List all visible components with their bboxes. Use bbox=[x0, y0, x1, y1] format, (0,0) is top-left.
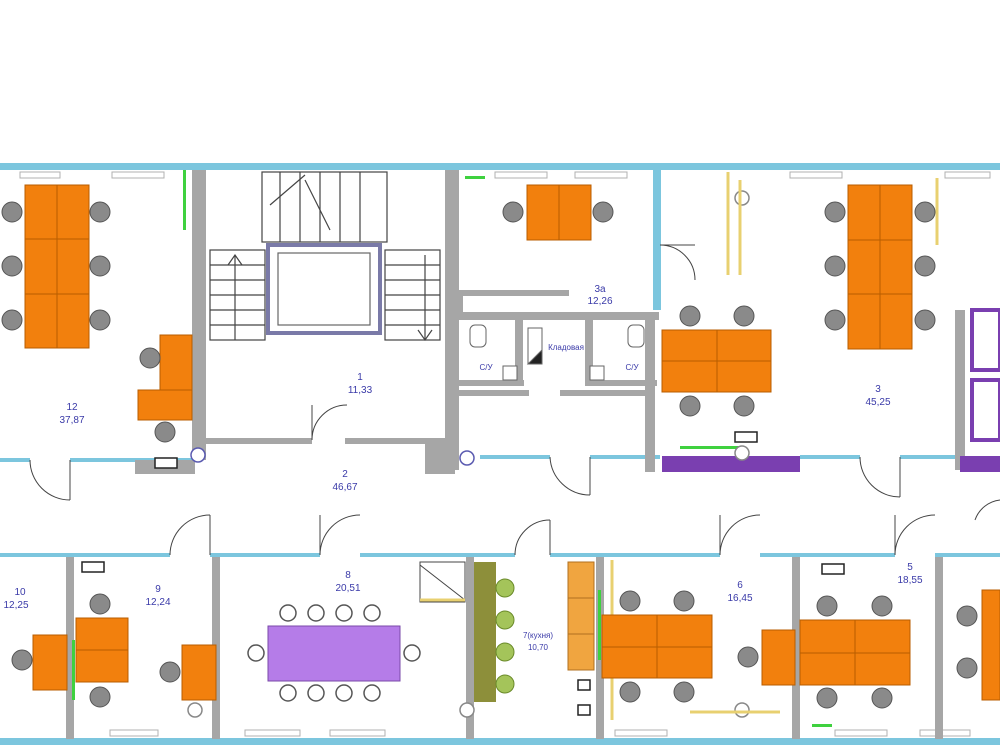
room-2-area: 46,67 bbox=[332, 482, 357, 493]
kitchen-stools bbox=[495, 578, 515, 694]
room-3a-number: 3а bbox=[594, 284, 606, 295]
kitchen-shelves bbox=[567, 561, 595, 671]
upper-windows bbox=[19, 171, 991, 179]
room-7-number: 7(кухня) bbox=[523, 631, 553, 640]
room-2-number: 2 bbox=[342, 469, 348, 480]
room-1-area: 11,33 bbox=[348, 385, 373, 396]
meeting-chairs bbox=[247, 604, 421, 702]
room-12-number: 12 bbox=[66, 402, 78, 413]
kitchen-counter bbox=[474, 562, 496, 702]
room-10-number: 10 bbox=[14, 587, 26, 598]
room-8-number: 8 bbox=[345, 570, 351, 581]
chairs bbox=[1, 201, 978, 709]
cleaning-room-label: Кладовая bbox=[548, 343, 584, 352]
wc-fixtures bbox=[469, 324, 645, 381]
room-5-area: 18,55 bbox=[897, 575, 922, 586]
room-7-area: 10,70 bbox=[528, 643, 549, 652]
room-6-area: 16,45 bbox=[727, 593, 752, 604]
room-8-area: 20,51 bbox=[335, 583, 360, 594]
lower-windows bbox=[109, 729, 971, 737]
room-5-number: 5 bbox=[907, 562, 913, 573]
room-12-area: 37,87 bbox=[59, 415, 84, 426]
room-1-number: 1 bbox=[357, 372, 363, 383]
purple-bars bbox=[662, 308, 1000, 472]
wc-left-label: С/У bbox=[479, 363, 493, 372]
desks bbox=[24, 184, 1000, 701]
stairwell bbox=[209, 171, 441, 342]
room-9-number: 9 bbox=[155, 584, 161, 595]
outer-wall-top bbox=[0, 163, 1000, 170]
equipment bbox=[81, 431, 845, 716]
room-3-area: 45,25 bbox=[865, 397, 890, 408]
wc-right-label: С/У bbox=[625, 363, 639, 372]
door-swings bbox=[29, 244, 1000, 603]
room-3-number: 3 bbox=[875, 384, 881, 395]
room-6-number: 6 bbox=[737, 580, 743, 591]
room-3a-area: 12,26 bbox=[587, 296, 612, 307]
room-10-area: 12,25 bbox=[3, 600, 28, 611]
room-9-area: 12,24 bbox=[145, 597, 170, 608]
interior-walls bbox=[0, 170, 1000, 739]
meeting-table bbox=[267, 625, 401, 682]
room-labels: 12 37,87 1 11,33 3а 12,26 3 45,25 2 46,6… bbox=[3, 284, 922, 652]
outer-wall-bottom bbox=[0, 738, 1000, 745]
